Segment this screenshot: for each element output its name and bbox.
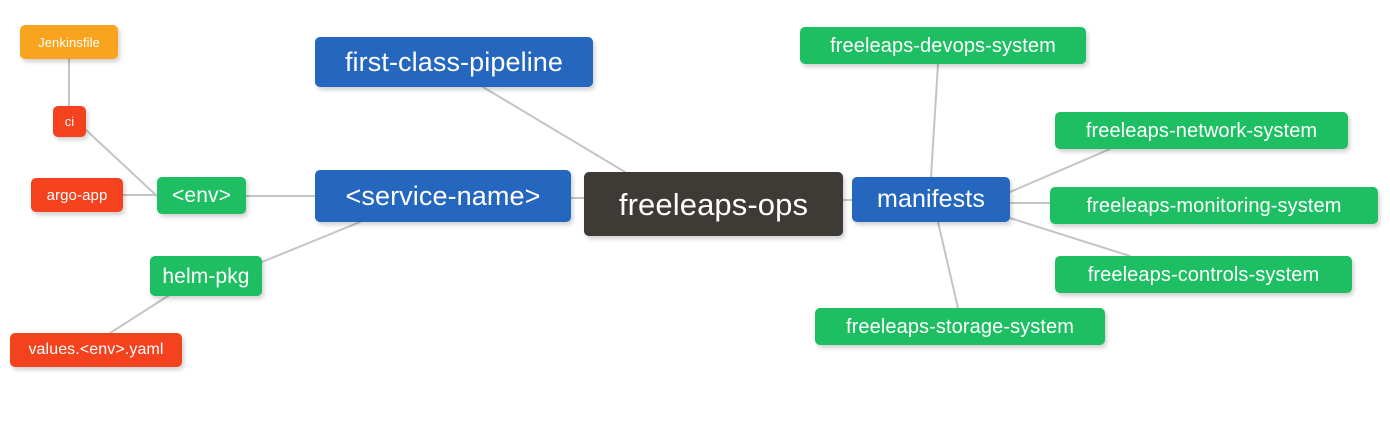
node-freeleaps-monitoring-system[interactable]: freeleaps-monitoring-system [1050, 187, 1378, 224]
node-ci[interactable]: ci [53, 106, 86, 137]
edge-manifests-to-freeleaps-network-system [1009, 148, 1111, 193]
node-freeleaps-ops[interactable]: freeleaps-ops [584, 172, 843, 236]
node-argo-app[interactable]: argo-app [31, 178, 123, 212]
node-label-helm-pkg: helm-pkg [162, 264, 250, 288]
node-label-freeleaps-monitoring-system: freeleaps-monitoring-system [1086, 194, 1342, 217]
node-manifests[interactable]: manifests [852, 177, 1010, 222]
node-freeleaps-devops-system[interactable]: freeleaps-devops-system [800, 27, 1086, 64]
node-label-argo-app: argo-app [46, 186, 108, 204]
node-label-manifests: manifests [877, 185, 985, 213]
node-values-yaml[interactable]: values.<env>.yaml [10, 333, 182, 367]
node-label-freeleaps-storage-system: freeleaps-storage-system [845, 315, 1075, 338]
edge-helm-pkg-to-values-yaml [109, 295, 169, 334]
node-jenkinsfile[interactable]: Jenkinsfile [20, 25, 118, 59]
node-label-freeleaps-ops: freeleaps-ops [618, 186, 809, 222]
node-label-values-yaml: values.<env>.yaml [28, 341, 164, 358]
node-env[interactable]: <env> [157, 177, 246, 214]
node-label-freeleaps-controls-system: freeleaps-controls-system [1087, 263, 1320, 286]
edge-manifests-to-freeleaps-devops-system [930, 63, 939, 178]
edge-service-name-to-helm-pkg [261, 221, 361, 263]
node-label-freeleaps-network-system: freeleaps-network-system [1085, 119, 1318, 142]
node-label-jenkinsfile: Jenkinsfile [38, 34, 100, 50]
node-first-class-pipeline[interactable]: first-class-pipeline [315, 37, 593, 87]
node-service-name[interactable]: <service-name> [315, 170, 571, 222]
node-label-first-class-pipeline: first-class-pipeline [344, 46, 564, 77]
node-label-service-name: <service-name> [345, 180, 541, 211]
node-label-env: <env> [172, 184, 231, 207]
edge-first-class-pipeline-to-freeleaps-ops [482, 86, 626, 173]
node-freeleaps-controls-system[interactable]: freeleaps-controls-system [1055, 256, 1352, 293]
node-freeleaps-network-system[interactable]: freeleaps-network-system [1055, 112, 1348, 149]
edge-manifests-to-freeleaps-storage-system [937, 221, 959, 309]
node-label-ci: ci [64, 114, 75, 129]
node-helm-pkg[interactable]: helm-pkg [150, 256, 262, 296]
node-label-freeleaps-devops-system: freeleaps-devops-system [830, 34, 1056, 57]
node-freeleaps-storage-system[interactable]: freeleaps-storage-system [815, 308, 1105, 345]
